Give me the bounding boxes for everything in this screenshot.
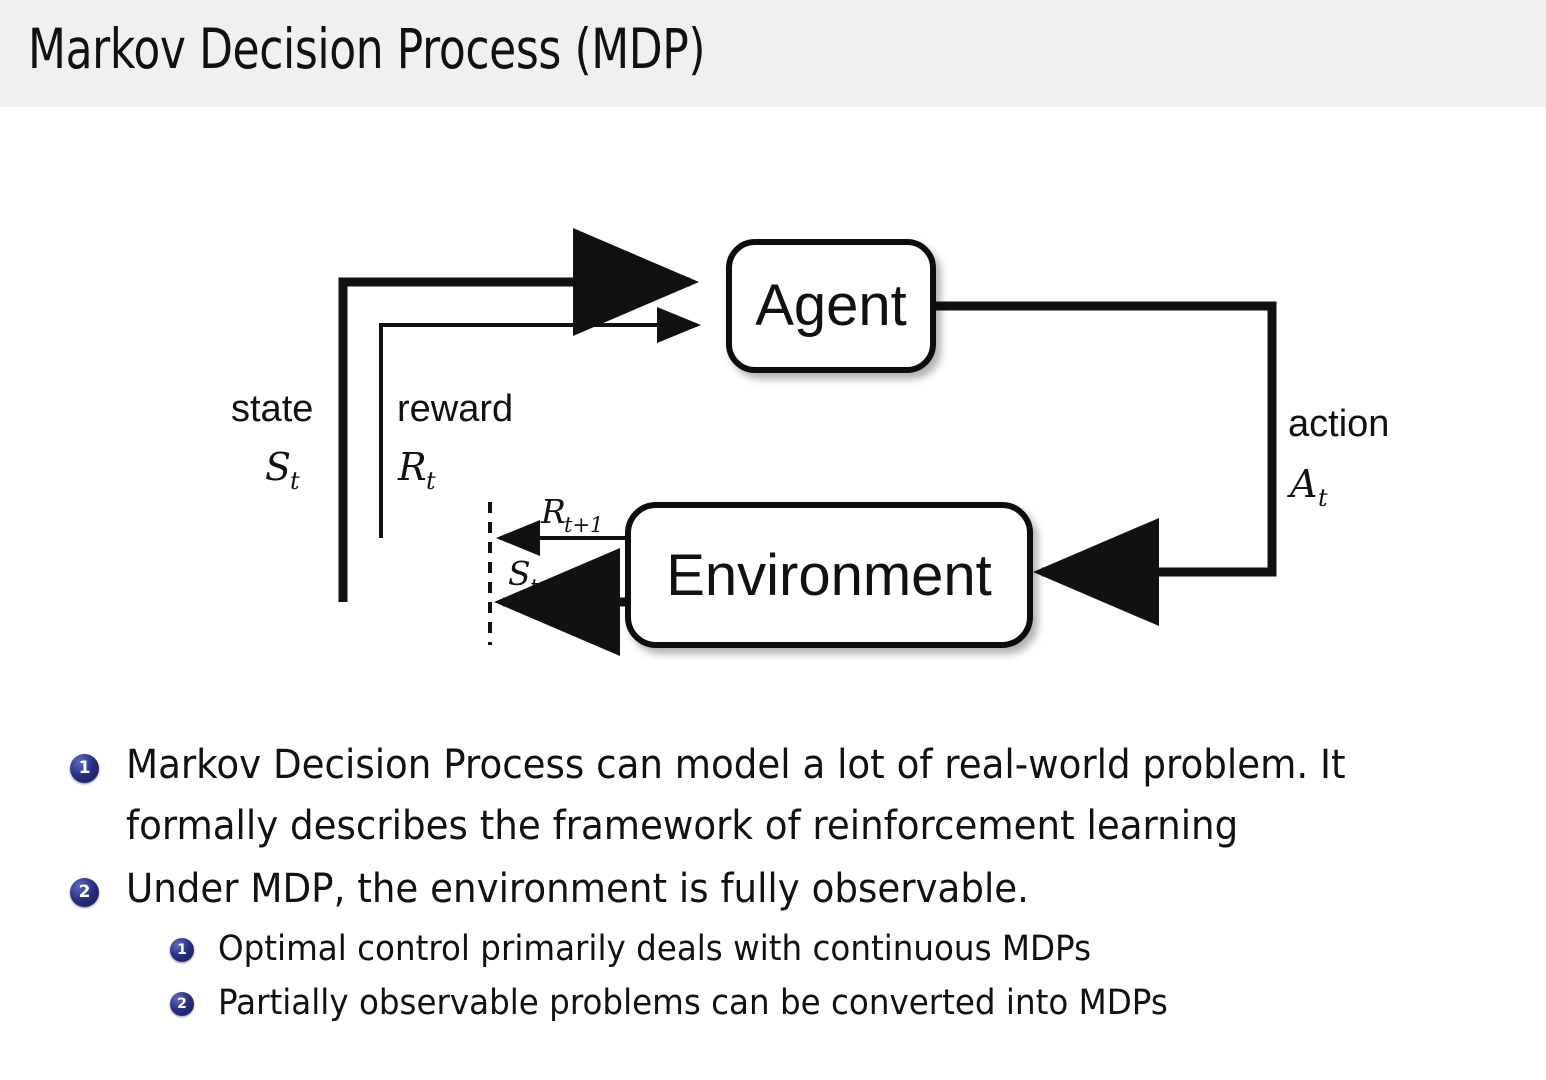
list-item: 1 Optimal control primarily deals with c… (0, 922, 1546, 976)
page-title: Markov Decision Process (MDP) (28, 17, 706, 81)
label-state: state S t (231, 388, 313, 495)
bullet-list: 1 Markov Decision Process can model a lo… (0, 735, 1546, 1030)
label-action: action A t (1287, 403, 1389, 512)
node-environment[interactable]: Environment (625, 502, 1033, 648)
edge-state (338, 228, 699, 602)
label-state-next-symbol: S (508, 554, 531, 593)
node-environment-label: Environment (666, 543, 992, 608)
label-reward-next-symbol: R (540, 492, 566, 531)
label-reward-symbol: R (397, 445, 427, 489)
label-state-next-subscript: t+1 (530, 575, 569, 599)
bullet-text: Optimal control primarily deals with con… (218, 922, 1453, 976)
label-state-text: state (231, 388, 313, 430)
bullet-text: Markov Decision Process can model a lot … (126, 735, 1447, 857)
list-item: 2 Under MDP, the environment is fully ob… (0, 859, 1546, 920)
list-item: 2 Partially observable problems can be c… (0, 976, 1546, 1030)
bullet-line: Partially observable problems can be con… (218, 983, 1168, 1023)
bullet-number-icon: 1 (170, 938, 194, 962)
slide-header-band: Markov Decision Process (MDP) (0, 0, 1546, 107)
label-reward-next: R t+1 (540, 492, 603, 537)
label-action-text: action (1288, 403, 1389, 445)
bullet-number-icon: 1 (70, 754, 99, 783)
label-state-subscript: t (290, 467, 300, 495)
label-state-next: S t+1 (508, 554, 569, 599)
label-action-subscript: t (1318, 484, 1328, 512)
mdp-diagram: Agent Environment state S t reward R t a… (0, 110, 1546, 700)
bullet-text: Partially observable problems can be con… (218, 976, 1453, 1030)
bullet-line: formally describes the framework of rein… (126, 803, 1239, 849)
edge-reward (379, 307, 701, 538)
list-item: 1 Markov Decision Process can model a lo… (0, 735, 1546, 857)
node-agent[interactable]: Agent (726, 239, 936, 373)
label-reward-next-subscript: t+1 (564, 513, 603, 537)
bullet-text: Under MDP, the environment is fully obse… (126, 859, 1447, 920)
bullet-number-icon: 2 (70, 878, 99, 907)
bullet-number-icon: 2 (170, 992, 194, 1016)
label-reward-subscript: t (426, 467, 436, 495)
bullet-line: Optimal control primarily deals with con… (218, 929, 1092, 969)
bullet-line: Markov Decision Process can model a lot … (126, 742, 1346, 788)
label-reward: reward R t (397, 388, 513, 495)
edge-action (933, 301, 1277, 626)
label-action-symbol: A (1287, 462, 1317, 506)
label-reward-text: reward (397, 388, 513, 430)
bullet-line: Under MDP, the environment is fully obse… (126, 866, 1030, 912)
node-agent-label: Agent (755, 273, 907, 338)
label-state-symbol: S (265, 445, 291, 489)
